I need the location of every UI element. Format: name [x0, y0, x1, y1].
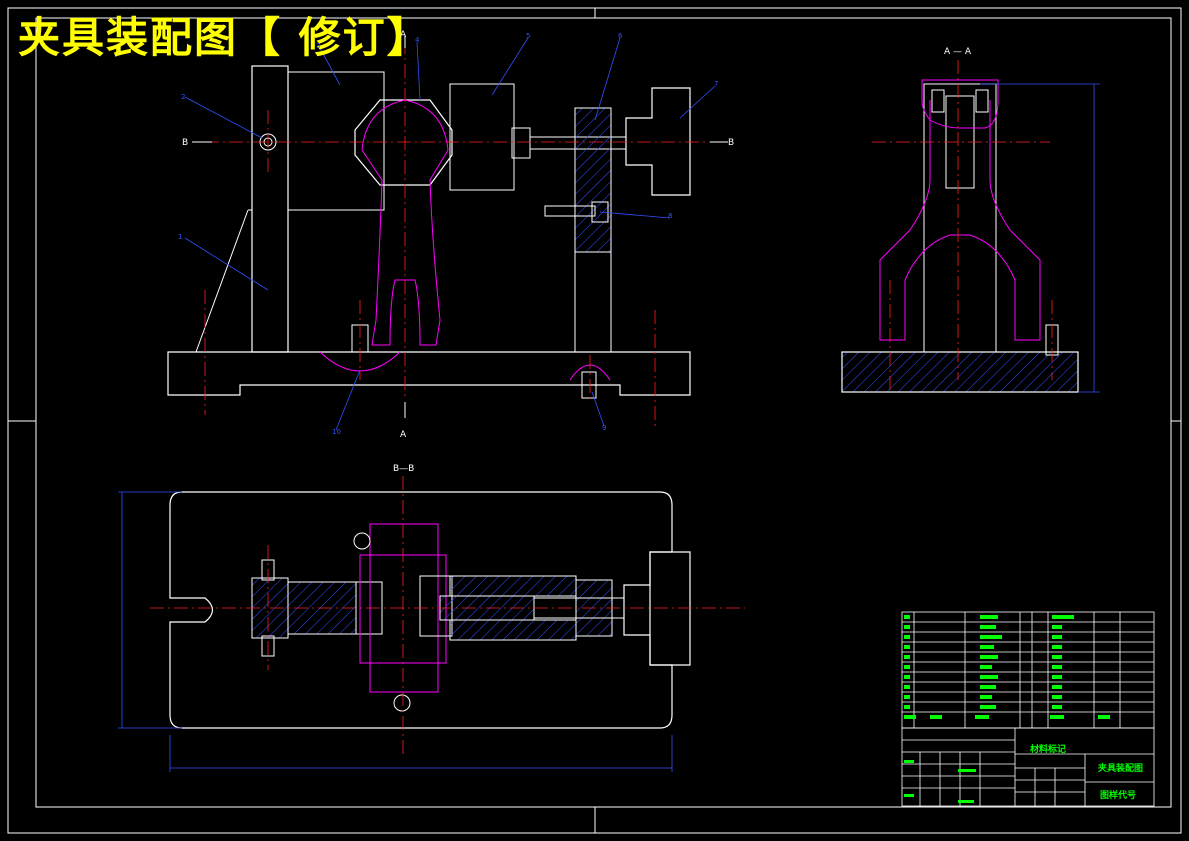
- drawing-title: 夹具装配图【 修订】: [18, 10, 431, 66]
- title-block: [901, 727, 1155, 807]
- balloon-1: 1: [178, 233, 183, 241]
- drawing-frame: [7, 7, 1182, 834]
- section-a-bottom-label: A: [400, 430, 407, 440]
- side-view: [841, 60, 1100, 393]
- balloon-9: 9: [602, 424, 607, 432]
- plan-base-outline: [169, 491, 673, 729]
- title-main: 夹具装配图: [18, 13, 239, 62]
- side-view-label: A — A: [944, 47, 972, 57]
- screw-support: [574, 107, 612, 253]
- title-bracket-close: 】: [386, 13, 431, 62]
- material-mark-label: 材料标记: [1030, 745, 1067, 755]
- base-plate: [167, 351, 691, 396]
- balloon-7: 7: [714, 80, 719, 88]
- balloon-6: 6: [618, 32, 623, 40]
- section-b-right-label: B: [728, 138, 735, 148]
- section-a-top-label: A: [400, 30, 407, 40]
- balloon-4: 4: [415, 36, 420, 44]
- title-bracket-open: 【: [238, 13, 283, 62]
- drawing-name-label: 夹具装配图: [1098, 764, 1144, 774]
- side-base: [841, 351, 1079, 393]
- front-view: [167, 35, 728, 431]
- balloon-10: 10: [332, 428, 341, 436]
- v-block: [354, 99, 453, 186]
- workpiece: [361, 99, 449, 346]
- balloon-8: 8: [668, 212, 673, 220]
- title-revision: 修订: [298, 13, 387, 62]
- bom-table: [901, 611, 1155, 729]
- plan-view: [118, 476, 745, 772]
- section-b-left-label: B: [182, 138, 189, 148]
- balloon-3: 3: [316, 42, 321, 50]
- balloon-2: 2: [181, 93, 186, 101]
- drawing-code-label: 图样代号: [1100, 791, 1137, 801]
- upright-column: [251, 65, 289, 353]
- handle-knob: [625, 87, 691, 196]
- plan-view-label: B—B: [393, 464, 415, 474]
- balloon-5: 5: [526, 32, 531, 40]
- bom-green-marks: [904, 615, 1110, 803]
